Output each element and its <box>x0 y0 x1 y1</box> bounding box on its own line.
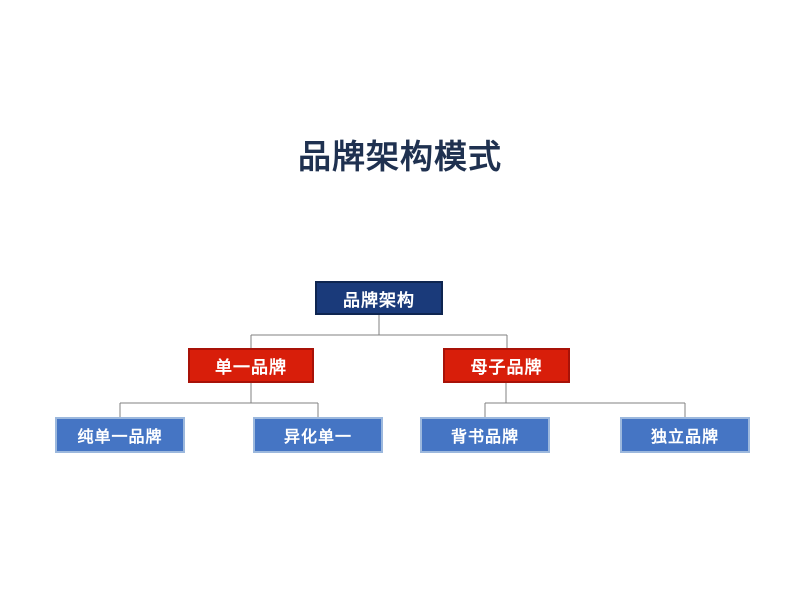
node-endorsed-brand[interactable]: 背书品牌 <box>420 417 550 453</box>
node-single-brand[interactable]: 单一品牌 <box>188 348 314 383</box>
node-parent-child-brand[interactable]: 母子品牌 <box>443 348 570 383</box>
node-root-brand-architecture[interactable]: 品牌架构 <box>315 281 443 315</box>
node-pure-single-brand[interactable]: 纯单一品牌 <box>55 417 185 453</box>
node-differentiated-single[interactable]: 异化单一 <box>253 417 383 453</box>
node-independent-brand[interactable]: 独立品牌 <box>620 417 750 453</box>
page-title: 品牌架构模式 <box>298 137 502 176</box>
